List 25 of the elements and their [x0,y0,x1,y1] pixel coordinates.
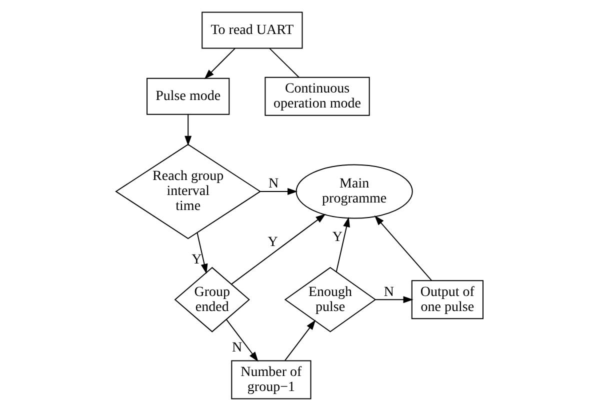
arrow [226,319,258,362]
arrow [204,48,236,80]
edge-label: Y [332,230,342,246]
node-box: Number of group−1 [231,360,312,400]
arrow [260,188,298,195]
node-diamond: Group ended [174,266,250,332]
arrow [284,320,316,361]
arrow [375,296,414,304]
node-ellipse: Main programme [296,164,413,219]
edge-label: N [232,340,242,356]
connector [269,48,300,78]
edge-label: N [268,176,279,192]
node-box: Output of one pulse [411,280,484,320]
arrow [374,215,432,282]
edge-label: N [384,284,394,300]
node-diamond: Reach group interval time [115,144,262,240]
node-box: To read UART [202,12,303,49]
arrow [230,214,326,285]
arrow [184,114,192,146]
arrow [196,232,208,274]
edge-label: Y [268,234,278,250]
edge-label: Y [192,252,202,268]
node-box: Pulse mode [146,78,230,115]
arrow [336,216,350,272]
node-box: Continuous operation mode [264,76,370,116]
